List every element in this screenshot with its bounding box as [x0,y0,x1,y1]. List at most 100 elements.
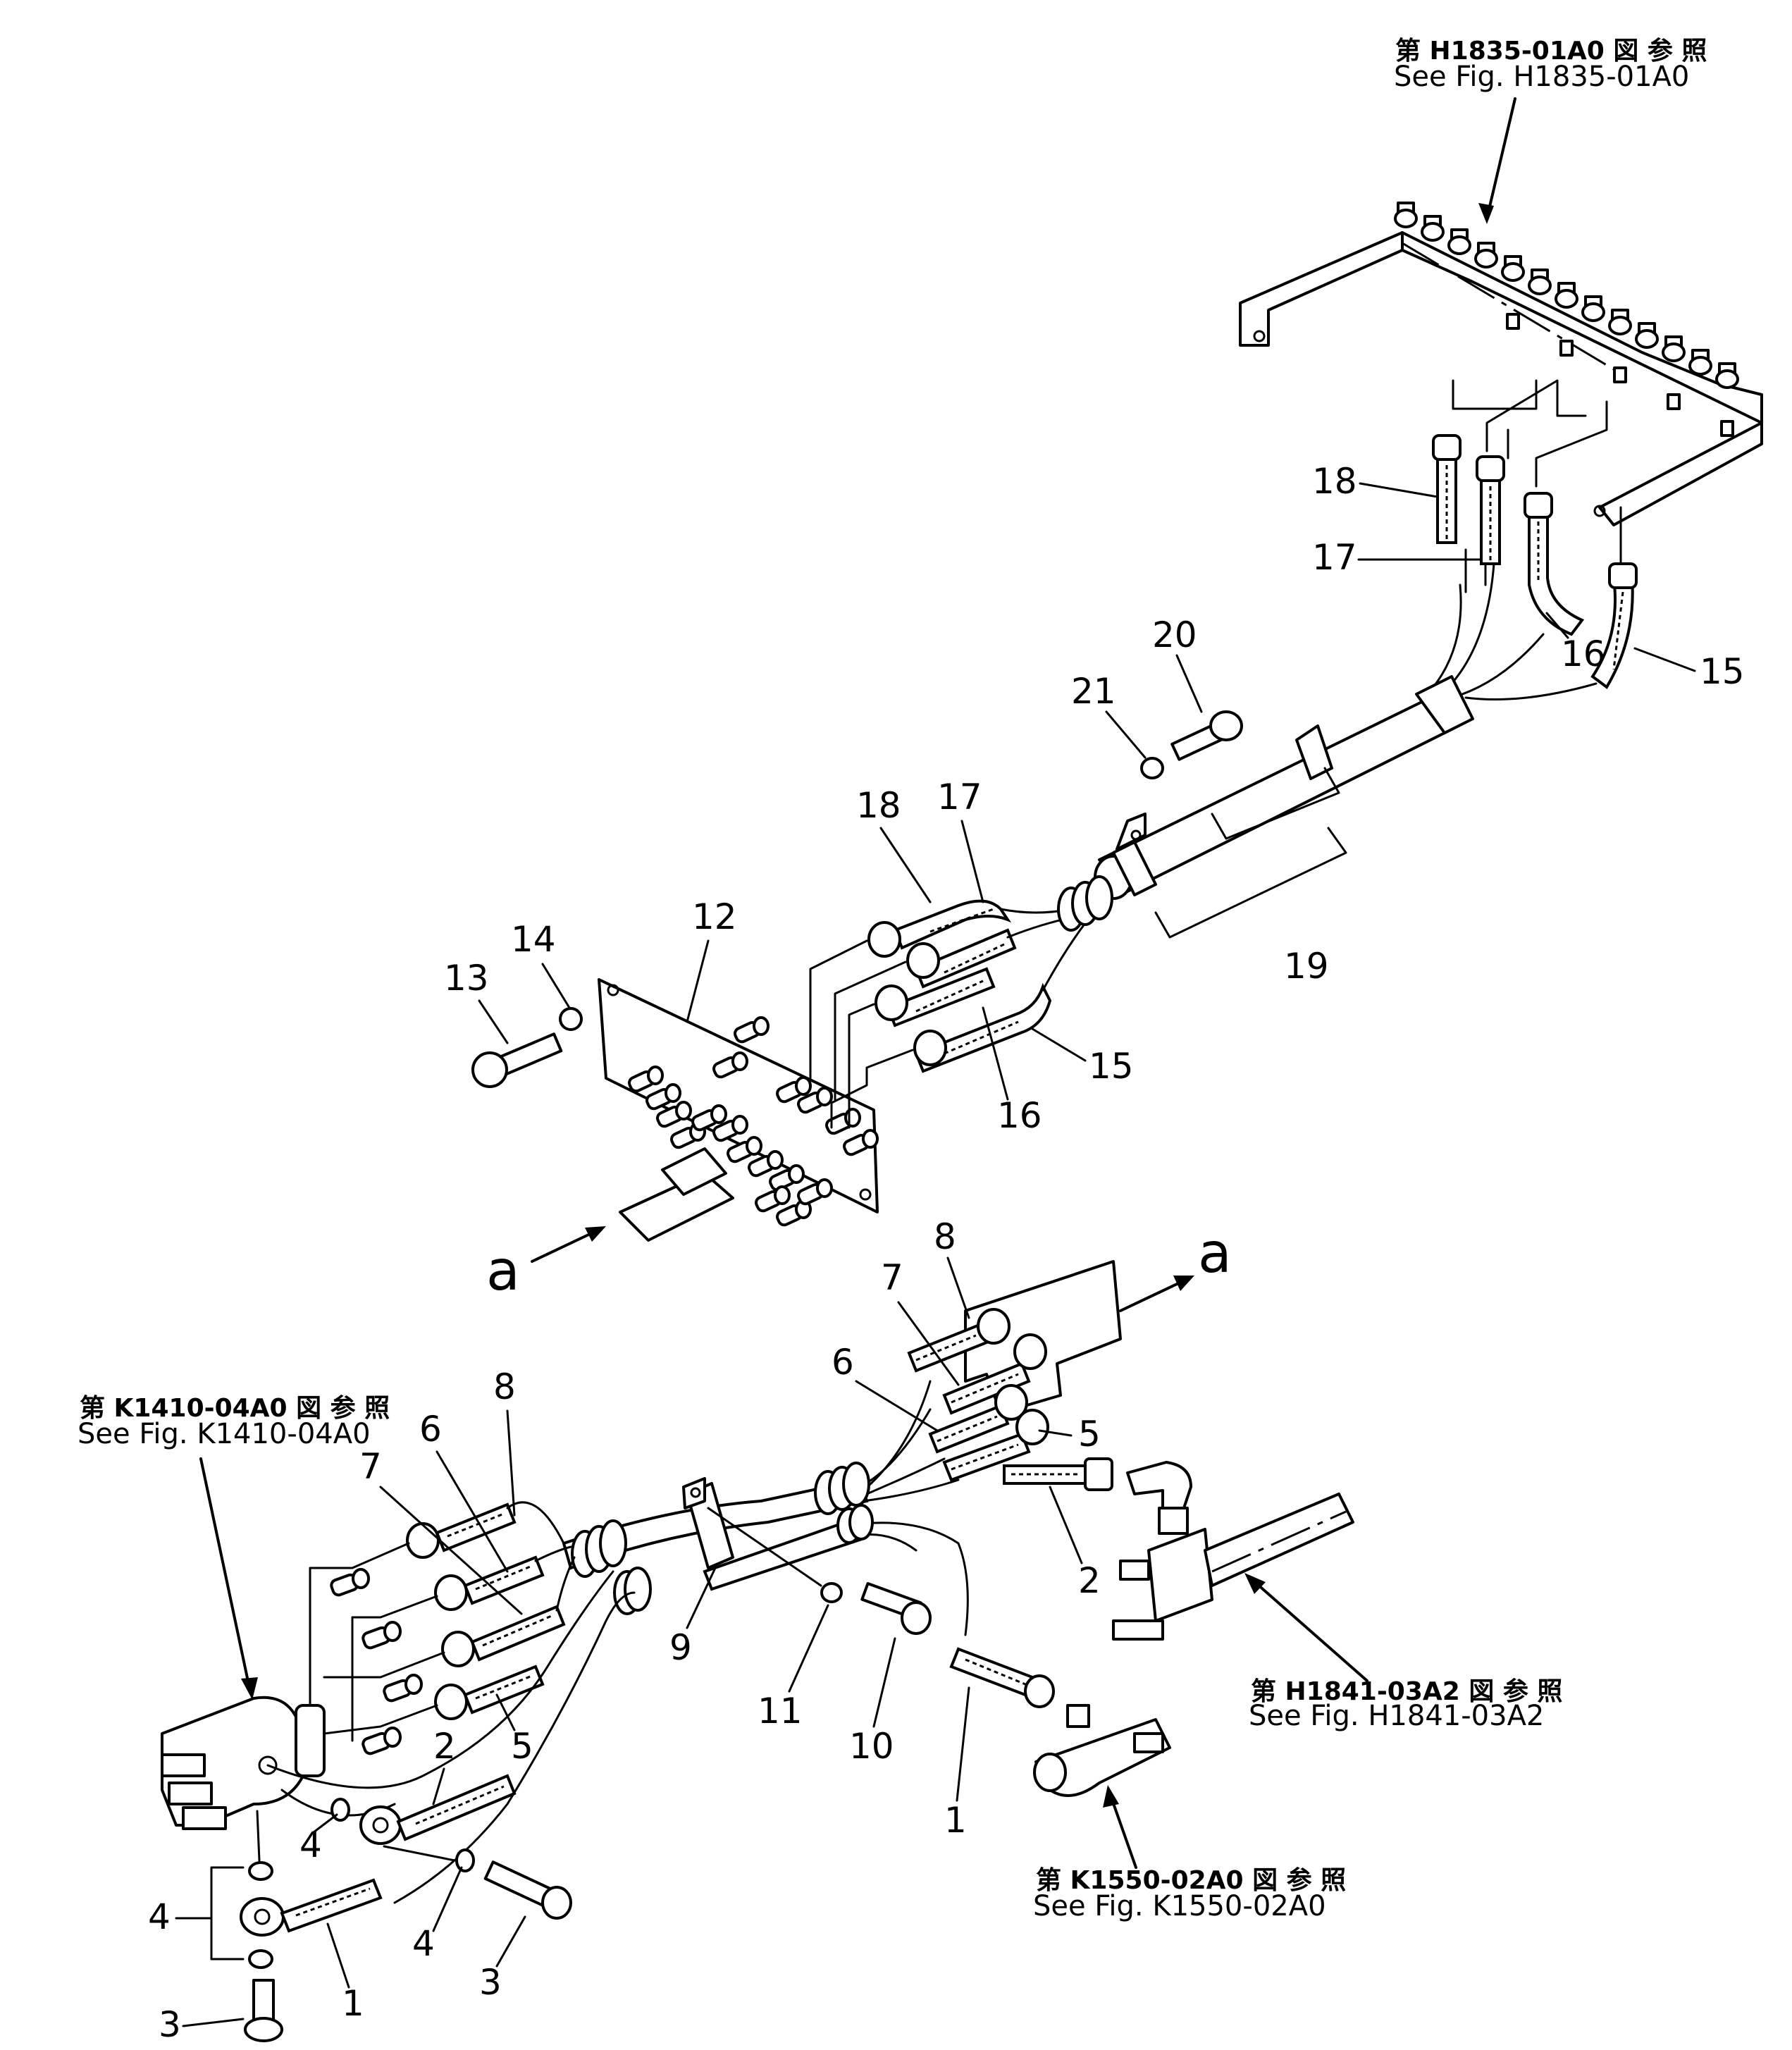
bolt-3-right [483,1860,572,1920]
callout-16-mid: 16 [997,1095,1042,1136]
manifold-fitting-nut [1715,369,1739,389]
plate-fitting-nut [731,1115,748,1135]
plate-fitting-nut [753,1016,770,1036]
callout-5-right: 5 [1078,1414,1101,1455]
valve-block-left [161,1696,326,1830]
manifold-fitting-nut [1528,276,1552,295]
callout-10: 10 [849,1726,894,1767]
reference-bottom-ja: 第 K1550-02A0 図 参 照 [1036,1866,1346,1895]
manifold-fitting-nut [1581,302,1605,322]
callout-5-left: 5 [511,1726,533,1767]
manifold-fitting-nut [1635,329,1659,349]
section-marker-a-left: a [486,1240,520,1303]
o-rings-4 [248,1798,475,1969]
washer-14 [559,1007,583,1031]
callout-4-mid: 4 [299,1824,322,1865]
callout-15-mid: 15 [1089,1046,1134,1087]
left-fitting-nut [383,1621,402,1642]
clamp-bracket-upper [1116,813,1147,851]
manifold-lower-port [1506,313,1520,330]
hose-2-right [1003,1457,1192,1535]
callout-17-upper-right: 17 [1312,537,1357,578]
lower-left-hoses [406,1501,576,1720]
callout-18-upper-right: 18 [1312,461,1357,502]
callout-9: 9 [669,1627,692,1668]
callouts-upper: 18 17 16 15 20 21 19 18 17 12 14 13 15 1… [444,461,1745,1136]
reference-top-arrow [1485,97,1516,220]
protective-sleeve-19 [1094,675,1474,900]
manifold-fitting-nut [1501,262,1525,282]
bolt-13 [471,1032,563,1088]
hose-nuts-upper [867,921,947,1066]
hose-16-upper [1524,492,1585,636]
plate-fitting-nut [844,1108,861,1128]
left-fittings [330,1568,423,1755]
reference-bottom: 第 K1550-02A0 図 参 照 See Fig. K1550-02A0 [1033,1785,1346,1922]
section-marker-right: a [1119,1222,1232,1312]
reference-top-ja: 第 H1835-01A0 図 参 照 [1395,37,1707,66]
callout-2-left: 2 [433,1726,456,1767]
callout-8-left: 8 [493,1366,516,1407]
callout-6-left: 6 [419,1409,442,1450]
o-ring-drop-line [256,1810,261,1862]
clamp-bolt-line [707,1507,822,1587]
hose-17-upper [1476,455,1505,565]
clamp-9 [682,1477,734,1569]
manifold-lower-port [1667,393,1681,410]
hose-18-upper [1432,434,1462,544]
manifold-fitting-nut [1394,209,1418,228]
reference-right: 第 H1841-03A2 図 参 照 See Fig. H1841-03A2 [1244,1573,1562,1732]
hose-1-right [949,1647,1055,1708]
section-marker-a-right: a [1198,1222,1232,1285]
manifold-lower-port [1559,340,1574,357]
manifold-fitting-nut [1447,235,1471,255]
callout-20: 20 [1152,615,1197,655]
bracket-19-frame [1211,767,1340,840]
reference-left-ja: 第 K1410-04A0 図 参 照 [80,1394,390,1423]
washer-21 [1140,757,1164,779]
left-leader-lines [309,1542,445,1756]
washer-11 [820,1582,843,1603]
plate-fitting-nut [675,1101,692,1120]
hose-1-lower-left [240,1878,383,1937]
reference-top: 第 H1835-01A0 図 参 照 See Fig. H1835-01A0 [1394,37,1707,224]
callouts-lower: 8 7 6 5 8 6 7 5 2 9 11 10 1 2 4 4 4 3 [148,1216,1101,2045]
callout-4-left: 4 [148,1896,171,1937]
bundle-band-upper [1057,875,1113,932]
left-fitting-nut [404,1674,423,1695]
manifold-fitting-nut [1688,356,1712,376]
manifold-fittings [1394,202,1739,437]
left-fitting-nut [383,1727,402,1748]
callout-8-right: 8 [934,1216,956,1257]
callout-19: 19 [1284,946,1329,987]
manifold-lower-port [1613,366,1627,383]
manifold-drop-lines [1452,379,1622,593]
banjo-connector-line [383,1845,456,1862]
plate-fitting-nut [746,1136,762,1156]
callout-16-upper-right: 16 [1561,634,1606,674]
manifold-fitting-nut [1421,222,1445,242]
manifold-fitting-nut [1555,289,1578,309]
plate-fitting-nut [862,1129,879,1149]
bolt-20 [1170,710,1243,761]
manifold-fitting-nut [1662,342,1686,362]
callout-4-bottom: 4 [412,1923,435,1964]
reference-left-en: See Fig. K1410-04A0 [78,1418,371,1450]
long-hose-1 [393,1591,636,1904]
hose-15-upper [1590,562,1638,689]
reference-top-en: See Fig. H1835-01A0 [1394,61,1689,93]
bracket-19-lead [1154,827,1347,939]
callout-11: 11 [758,1691,803,1731]
callout-12: 12 [692,896,737,937]
section-marker-left: a [486,1226,606,1303]
bolt-3-bottom [244,1979,283,2042]
valve-bottom-k1550 [1033,1704,1171,1797]
reference-bottom-en: See Fig. K1550-02A0 [1033,1890,1326,1922]
plate-fitting-nut [788,1164,805,1184]
plate-fitting-nut [774,1185,791,1205]
callout-1-right: 1 [944,1800,967,1841]
callout-13: 13 [444,958,489,999]
plate-fittings [628,1016,879,1227]
reference-right-ja: 第 H1841-03A2 図 参 照 [1251,1677,1562,1706]
